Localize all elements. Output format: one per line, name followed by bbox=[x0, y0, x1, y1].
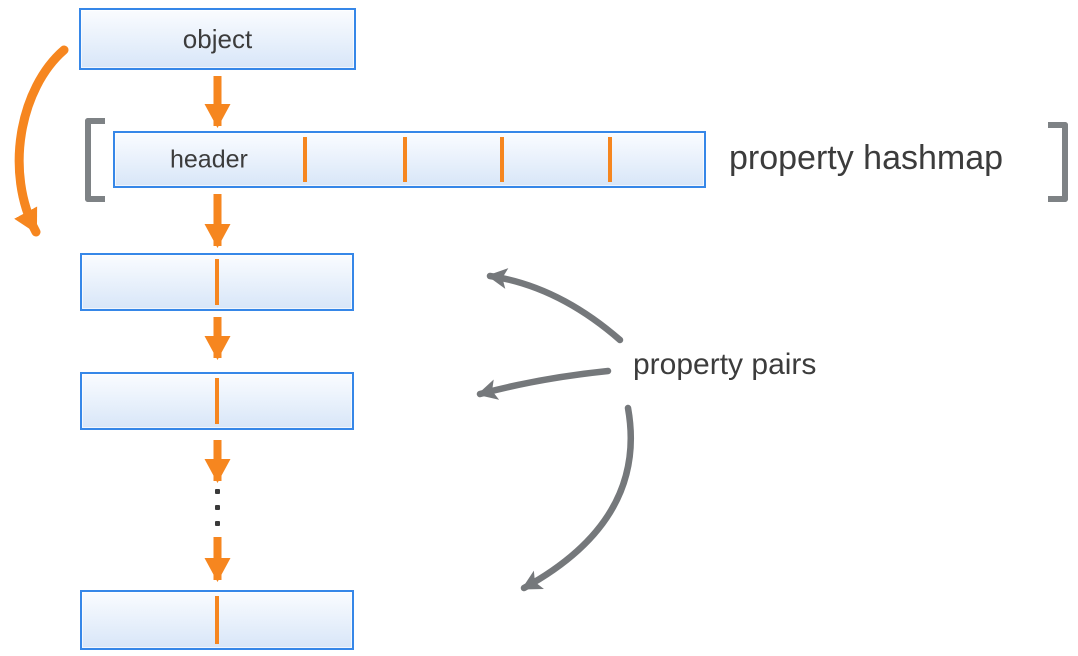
ellipsis-dot bbox=[215, 489, 220, 494]
hashmap-slot-divider bbox=[403, 137, 407, 182]
pair-divider bbox=[215, 259, 219, 305]
ellipsis-dots bbox=[215, 489, 220, 526]
pairs-annotation: property pairs bbox=[633, 348, 817, 381]
arrow-pairs-label-to-pair2 bbox=[476, 367, 612, 400]
arrow-object-to-pair1-curved bbox=[14, 45, 69, 237]
header-box-label: header bbox=[170, 145, 248, 173]
hashmap-slot-divider bbox=[500, 137, 504, 182]
hashmap-slot-divider bbox=[608, 137, 612, 182]
arrow-pairs-label-to-pair1 bbox=[486, 268, 624, 344]
object-box-label: object bbox=[182, 23, 253, 54]
arrow-pairs-label-to-pair3 bbox=[520, 404, 634, 592]
property-pair-box bbox=[80, 253, 354, 311]
pair-divider bbox=[215, 378, 219, 424]
property-pair-box bbox=[80, 372, 354, 430]
ellipsis-dot bbox=[215, 521, 220, 526]
property-pair-box bbox=[80, 590, 354, 650]
right-bracket bbox=[1048, 122, 1068, 202]
ellipsis-dot bbox=[215, 505, 220, 510]
left-bracket bbox=[85, 118, 105, 202]
object-box: object bbox=[79, 8, 356, 70]
hashmap-header-box: header bbox=[113, 131, 706, 188]
pair-divider bbox=[215, 596, 219, 644]
hashmap-annotation: property hashmap bbox=[729, 139, 1004, 177]
hashmap-slot-divider bbox=[303, 137, 307, 182]
